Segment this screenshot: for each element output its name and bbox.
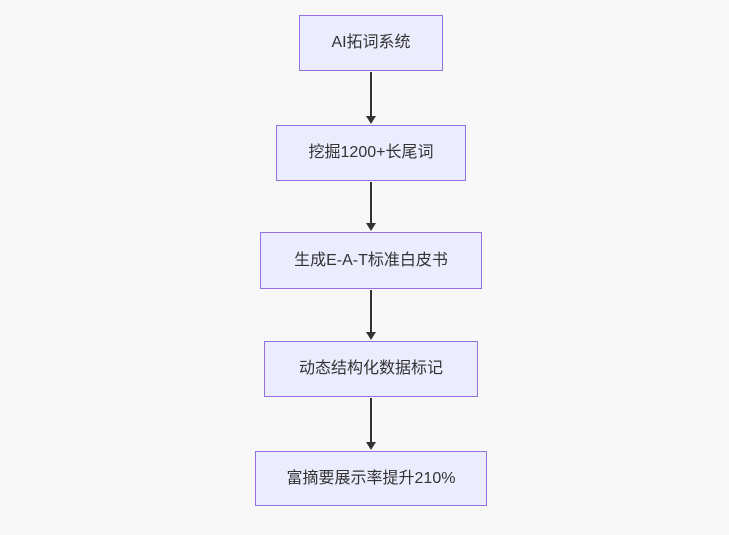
arrow-down-icon	[366, 442, 376, 450]
flow-node-label: AI拓词系统	[331, 34, 411, 52]
arrow-line	[370, 290, 372, 332]
flow-edge-2	[365, 182, 377, 231]
arrow-line	[370, 72, 372, 116]
flow-edge-3	[365, 290, 377, 340]
flow-edge-1	[365, 72, 377, 124]
flow-node-label: 动态结构化数据标记	[298, 360, 443, 378]
arrow-down-icon	[366, 223, 376, 231]
flow-node-structured-data-markup: 动态结构化数据标记	[264, 341, 478, 397]
flow-node-label: 挖掘1200+长尾词	[308, 144, 434, 162]
flow-node-longtail-mining: 挖掘1200+长尾词	[276, 125, 466, 181]
arrow-down-icon	[366, 332, 376, 340]
flow-node-label: 富摘要展示率提升210%	[286, 469, 456, 487]
arrow-line	[370, 182, 372, 223]
flow-edge-4	[365, 398, 377, 450]
arrow-line	[370, 398, 372, 442]
flow-node-rich-snippet-uplift: 富摘要展示率提升210%	[255, 451, 487, 506]
flow-node-ai-topic-system: AI拓词系统	[299, 15, 443, 71]
flow-node-label: 生成E-A-T标准白皮书	[294, 251, 448, 269]
arrow-down-icon	[366, 116, 376, 124]
flow-node-eat-whitepaper: 生成E-A-T标准白皮书	[260, 232, 482, 289]
